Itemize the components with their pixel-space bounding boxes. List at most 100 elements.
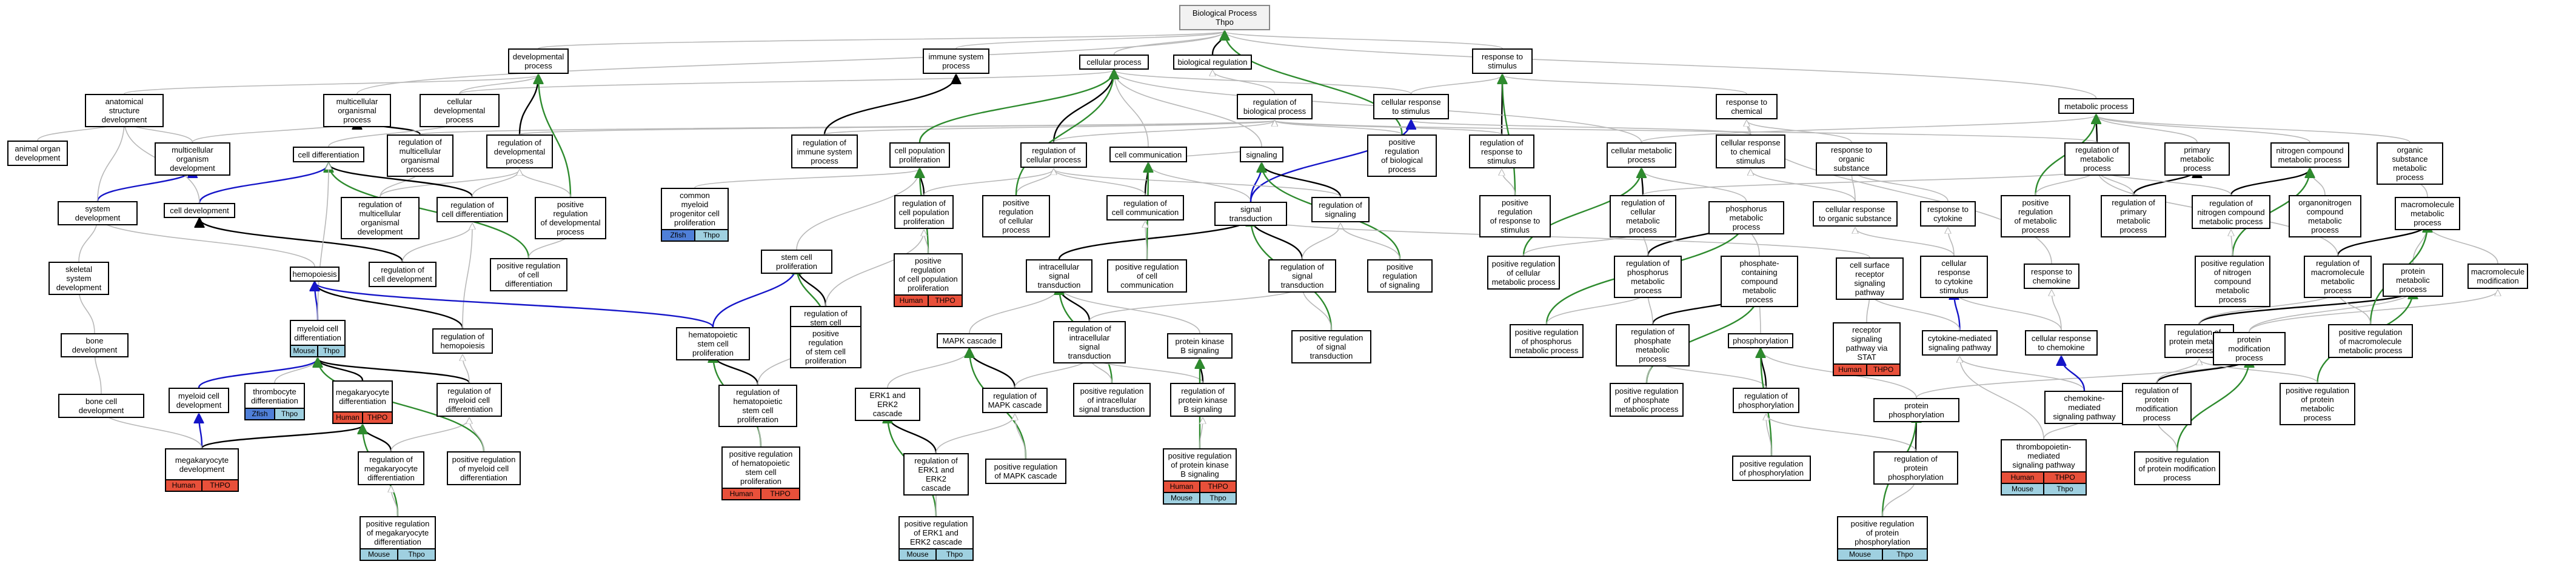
go-term-node[interactable]: regulation of phosphate metabolic proces… [1616, 324, 1690, 366]
go-term-node[interactable]: positive regulation of protein modificat… [2134, 451, 2220, 485]
go-term-node[interactable]: regulation of immune system process [791, 134, 858, 168]
go-term-node[interactable]: developmental process [508, 48, 569, 74]
go-term-node[interactable]: positive regulation of ERK1 and ERK2 cas… [898, 516, 974, 561]
go-term-node[interactable]: phosphorus metabolic process [1708, 201, 1784, 234]
go-term-node[interactable]: positive regulation of stem cell prolife… [790, 326, 861, 368]
go-term-node[interactable]: positive regulation of response to stimu… [1479, 195, 1551, 237]
go-term-node[interactable]: regulation of phosphorus metabolic proce… [1614, 256, 1682, 298]
go-term-node[interactable]: myeloid cell development [169, 388, 229, 413]
go-term-node[interactable]: organonitrogen compound metabolic proces… [2289, 195, 2361, 237]
go-term-node[interactable]: positive regulation of macromolecule met… [2328, 324, 2413, 358]
go-term-node[interactable]: cell population proliferation [889, 142, 950, 168]
go-term-node[interactable]: phosphate-containing compound metabolic … [1721, 256, 1798, 307]
go-term-node[interactable]: regulation of cellular process [1020, 142, 1087, 168]
go-term-node[interactable]: animal organ development [7, 141, 68, 166]
go-term-node[interactable]: regulation of ERK1 and ERK2 cascade [903, 453, 969, 496]
go-term-node[interactable]: positive regulation of biological proces… [1367, 134, 1437, 177]
go-term-node[interactable]: cellular response to chemokine [2025, 330, 2098, 356]
go-term-node[interactable]: regulation of protein kinase B signaling [1170, 383, 1236, 417]
go-term-node[interactable]: signaling [1240, 147, 1283, 162]
go-term-node[interactable]: nitrogen compound metabolic process [2270, 142, 2349, 168]
go-term-node[interactable]: response to cytokine [1920, 201, 1976, 227]
go-term-node[interactable]: regulation of protein modification proce… [2122, 383, 2192, 425]
go-term-node[interactable]: skeletal system development [49, 262, 109, 295]
go-term-node[interactable]: cellular response to cytokine stimulus [1920, 256, 1988, 298]
go-term-node[interactable]: cellular response to stimulus [1373, 94, 1449, 119]
go-term-node[interactable]: cell communication [1109, 147, 1187, 162]
go-term-node[interactable]: hemopoiesis [290, 267, 340, 282]
go-term-node[interactable]: hematopoietic stem cell proliferation [676, 327, 750, 360]
go-term-node[interactable]: cellular metabolic process [1607, 142, 1676, 168]
go-term-node[interactable]: cell development [164, 203, 235, 218]
go-term-node[interactable]: positive regulation of cell communicatio… [1107, 259, 1187, 293]
go-term-node[interactable]: positive regulation of cell population p… [894, 253, 963, 307]
go-term-node[interactable]: protein metabolic process [2383, 264, 2443, 297]
go-term-node[interactable]: biological regulation [1173, 55, 1252, 70]
go-term-node[interactable]: stem cell proliferation [761, 250, 832, 274]
go-term-node[interactable]: positive regulation of signaling [1367, 259, 1433, 293]
go-term-node[interactable]: multicellular organismal process [323, 94, 391, 127]
go-term-node[interactable]: intracellular signal transduction [1026, 259, 1092, 293]
go-term-node[interactable]: system development [58, 201, 138, 225]
go-term-node[interactable]: regulation of cell development [369, 262, 437, 287]
go-term-node[interactable]: positive regulation of cellular metaboli… [1487, 256, 1560, 290]
go-term-node[interactable]: signal transduction [1214, 202, 1287, 226]
go-term-node[interactable]: regulation of metabolic process [2064, 142, 2130, 176]
go-term-node[interactable]: response to stimulus [1472, 48, 1533, 74]
go-term-node[interactable]: positive regulation of signal transducti… [1291, 330, 1371, 363]
go-term-node[interactable]: positive regulation of megakaryocyte dif… [360, 516, 436, 561]
go-term-node[interactable]: cytokine-mediated signaling pathway [1922, 330, 1998, 356]
go-term-node[interactable]: macromolecule metabolic process [2395, 197, 2460, 230]
go-term-node[interactable]: response to chemical [1716, 94, 1778, 119]
go-term-node[interactable]: Biological Process Thpo [1179, 5, 1270, 30]
go-term-node[interactable]: regulation of phosphorylation [1733, 388, 1799, 413]
go-term-node[interactable]: regulation of nitrogen compound metaboli… [2192, 195, 2270, 229]
go-term-node[interactable]: phosphorylation [1728, 333, 1793, 348]
go-term-node[interactable]: positive regulation of cellular process [982, 195, 1050, 237]
go-term-node[interactable]: positive regulation of phosphorylation [1732, 456, 1811, 481]
go-term-node[interactable]: regulation of signaling [1311, 197, 1370, 222]
go-term-node[interactable]: regulation of cellular metabolic process [1610, 195, 1676, 237]
go-term-node[interactable]: organic substance metabolic process [2377, 142, 2443, 185]
go-term-node[interactable]: cellular developmental process [420, 94, 500, 127]
go-term-node[interactable]: regulation of MAPK cascade [982, 388, 1048, 413]
go-term-node[interactable]: positive regulation of intracellular sig… [1073, 383, 1151, 417]
go-term-node[interactable]: response to organic substance [1816, 142, 1887, 176]
go-term-node[interactable]: regulation of multicellular organismal p… [387, 134, 453, 177]
go-term-node[interactable]: regulation of myeloid cell differentiati… [437, 383, 502, 417]
go-term-node[interactable]: macromolecule modification [2467, 264, 2528, 289]
go-term-node[interactable]: positive regulation of protein phosphory… [1837, 516, 1928, 561]
go-term-node[interactable]: metabolic process [2058, 98, 2134, 114]
go-term-node[interactable]: bone cell development [58, 394, 144, 418]
go-term-node[interactable]: positive regulation of protein metabolic… [2280, 383, 2355, 425]
go-term-node[interactable]: regulation of hemopoiesis [432, 328, 493, 354]
go-term-node[interactable]: cell differentiation [293, 147, 364, 162]
go-term-node[interactable]: thrombopoietin-mediated signaling pathwa… [2001, 439, 2087, 496]
go-term-node[interactable]: ERK1 and ERK2 cascade [855, 388, 920, 421]
go-term-node[interactable]: regulation of cell population proliferat… [894, 195, 954, 229]
go-term-node[interactable]: regulation of cell differentiation [437, 197, 508, 222]
go-term-node[interactable]: common myeloid progenitor cell prolifera… [661, 188, 729, 242]
go-term-node[interactable]: regulation of signal transduction [1268, 259, 1336, 293]
go-term-node[interactable]: positive regulation of developmental pro… [535, 197, 606, 239]
go-term-node[interactable]: anatomical structure development [85, 94, 164, 127]
go-term-node[interactable]: regulation of cell communication [1106, 195, 1184, 220]
go-term-node[interactable]: protein kinase B signaling [1167, 333, 1233, 359]
go-term-node[interactable]: positive regulation of cell differentiat… [490, 258, 567, 291]
go-term-node[interactable]: positive regulation of phosphate metabol… [1610, 383, 1684, 417]
go-term-node[interactable]: positive regulation of hematopoietic ste… [721, 446, 800, 500]
go-term-node[interactable]: multicellular organism development [155, 142, 230, 176]
go-term-node[interactable]: cellular response to organic substance [1813, 201, 1898, 227]
go-term-node[interactable]: protein modification process [2213, 332, 2286, 365]
go-term-node[interactable]: regulation of hematopoietic stem cell pr… [718, 385, 797, 427]
go-term-node[interactable]: regulation of primary metabolic process [2101, 195, 2166, 237]
go-term-node[interactable]: cellular response to chemical stimulus [1716, 134, 1785, 168]
go-term-node[interactable]: positive regulation of metabolic process [2001, 195, 2070, 237]
go-term-node[interactable]: protein phosphorylation [1873, 398, 1959, 422]
go-term-node[interactable]: cell surface receptor signaling pathway [1836, 257, 1904, 300]
go-term-node[interactable]: positive regulation of MAPK cascade [985, 459, 1066, 484]
